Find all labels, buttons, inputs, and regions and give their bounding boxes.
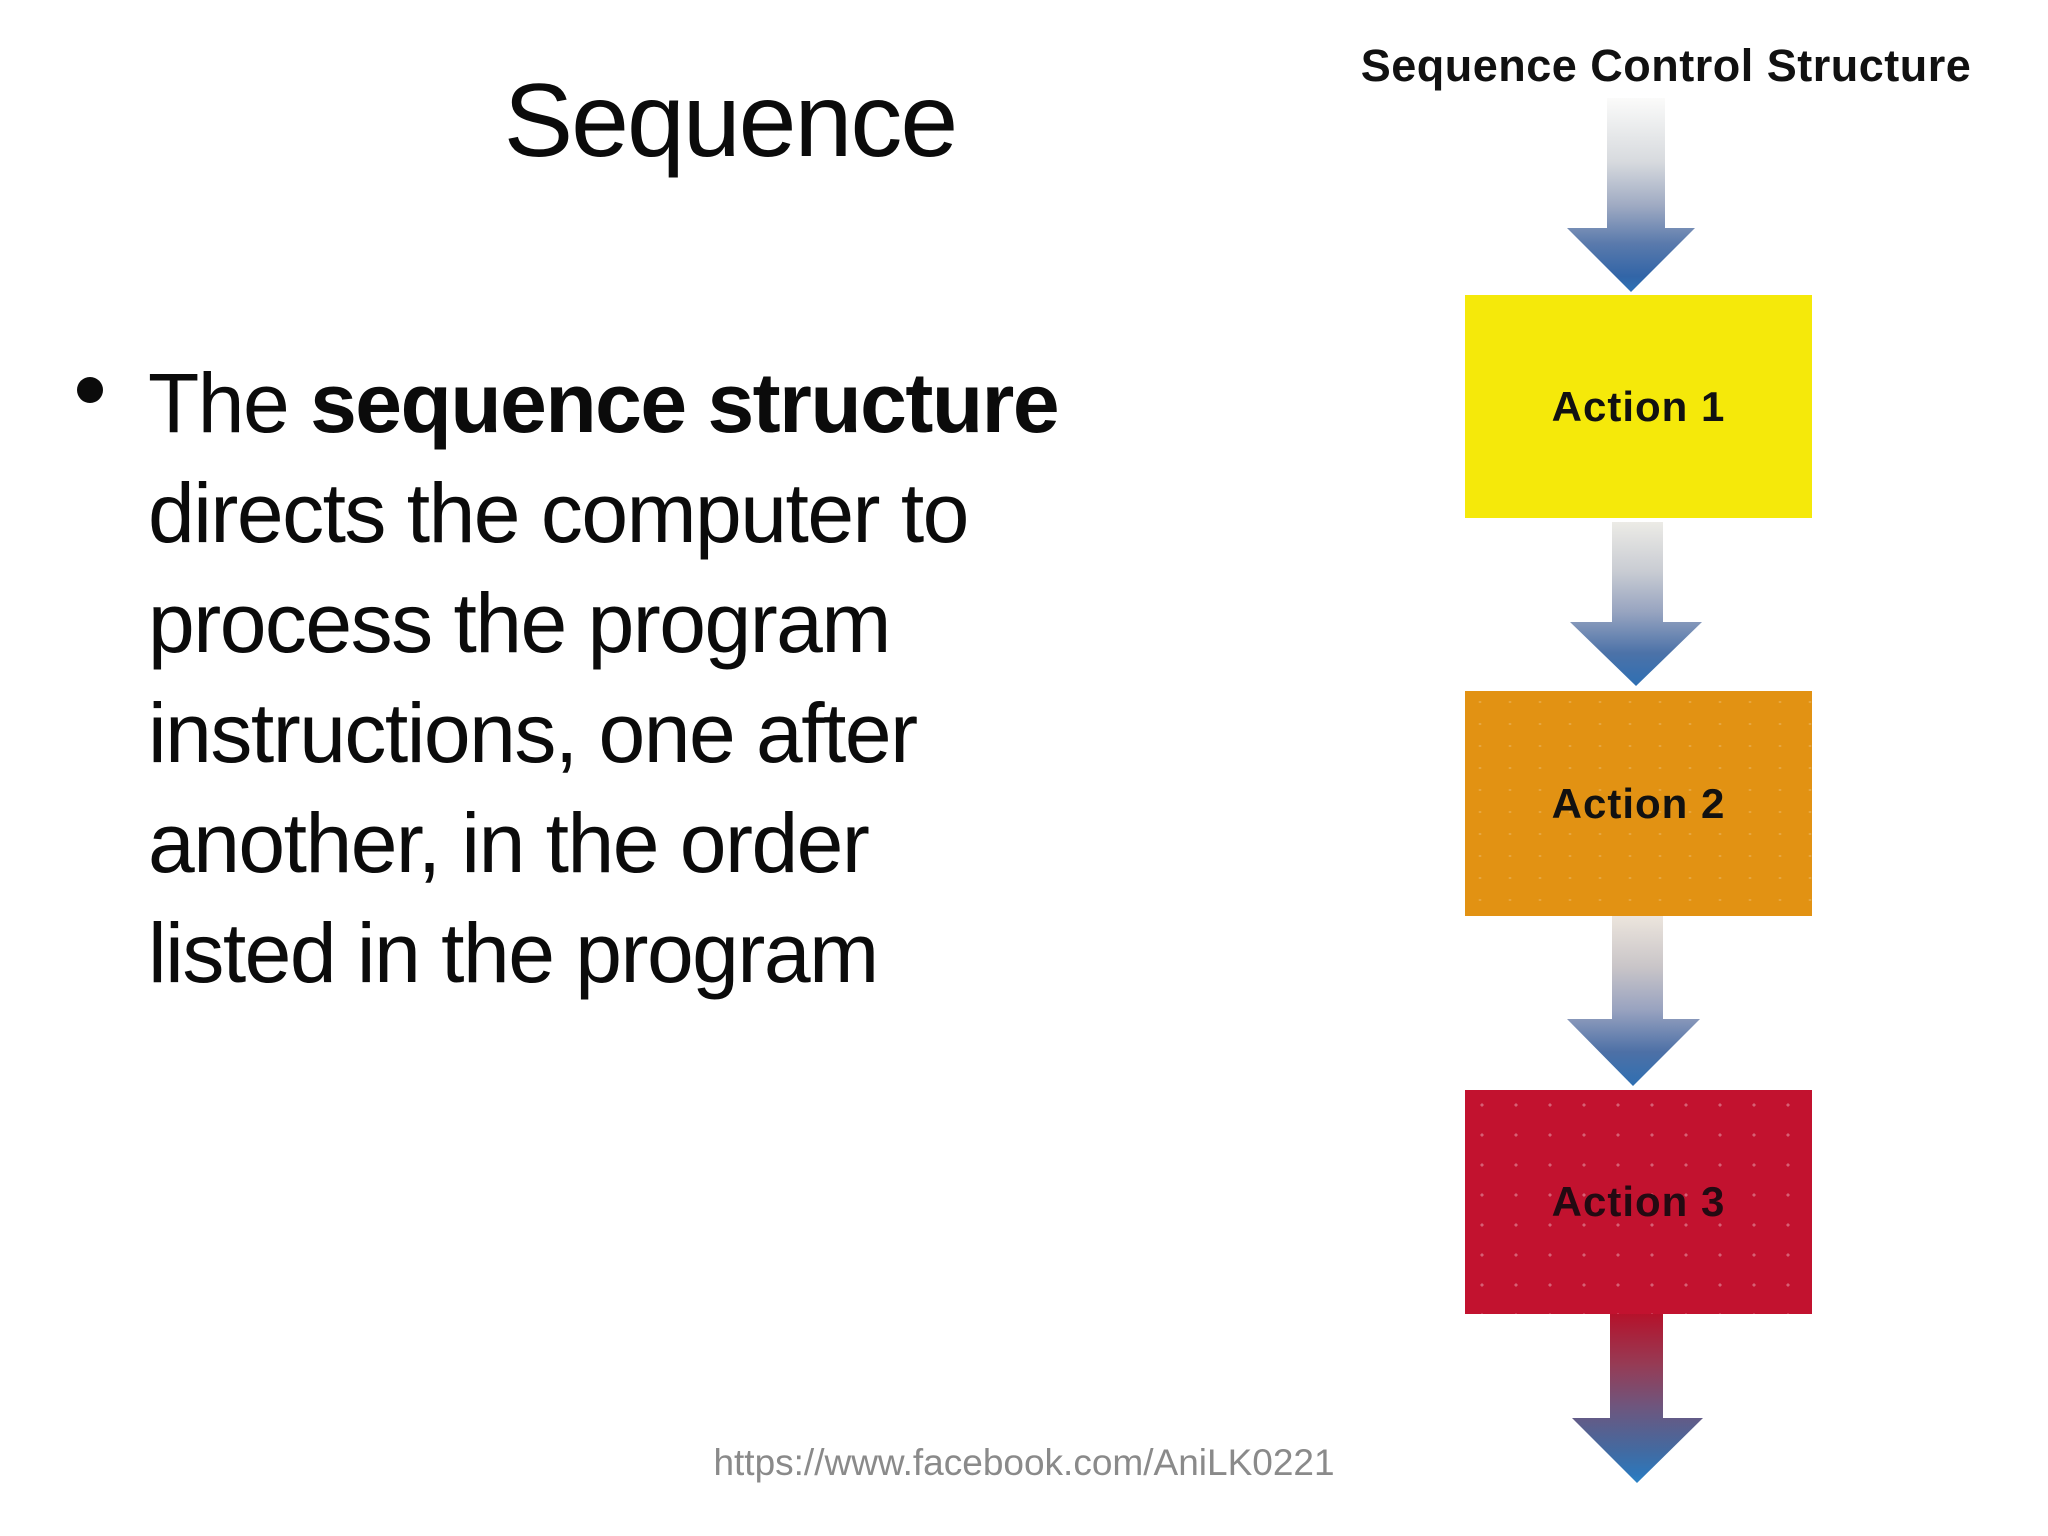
bullet-line: listed in the program (148, 906, 879, 1000)
bullet-line: The sequence structure (148, 348, 1298, 458)
action-2-box: Action 2 (1465, 691, 1812, 916)
bullet-paragraph: The sequence structure directs the compu… (148, 348, 1298, 1008)
bullet-line: instructions, one after (148, 686, 918, 780)
footer-url: https://www.facebook.com/AniLK0221 (713, 1442, 1335, 1483)
bullet-icon (77, 377, 103, 403)
down-arrow-icon (1570, 522, 1702, 686)
action-3-label: Action 3 (1551, 1178, 1726, 1225)
down-arrow-icon (1567, 916, 1700, 1086)
bullet-line: directs the computer to (148, 466, 969, 560)
bullet-line: another, in the order (148, 796, 870, 890)
bullet-line-lead: The (148, 356, 311, 450)
bullet-line-bold: sequence structure (310, 356, 1059, 450)
page-title: Sequence (503, 63, 958, 179)
action-1-box: Action 1 (1465, 295, 1812, 518)
down-arrow-icon (1567, 98, 1695, 292)
down-arrow-icon (1572, 1314, 1703, 1483)
action-3-box: Action 3 (1465, 1090, 1812, 1314)
action-1-label: Action 1 (1551, 382, 1726, 430)
diagram-heading: Sequence Control Structure (1360, 40, 1972, 91)
bullet-line: process the program (148, 576, 891, 670)
action-2-label: Action 2 (1551, 779, 1726, 827)
